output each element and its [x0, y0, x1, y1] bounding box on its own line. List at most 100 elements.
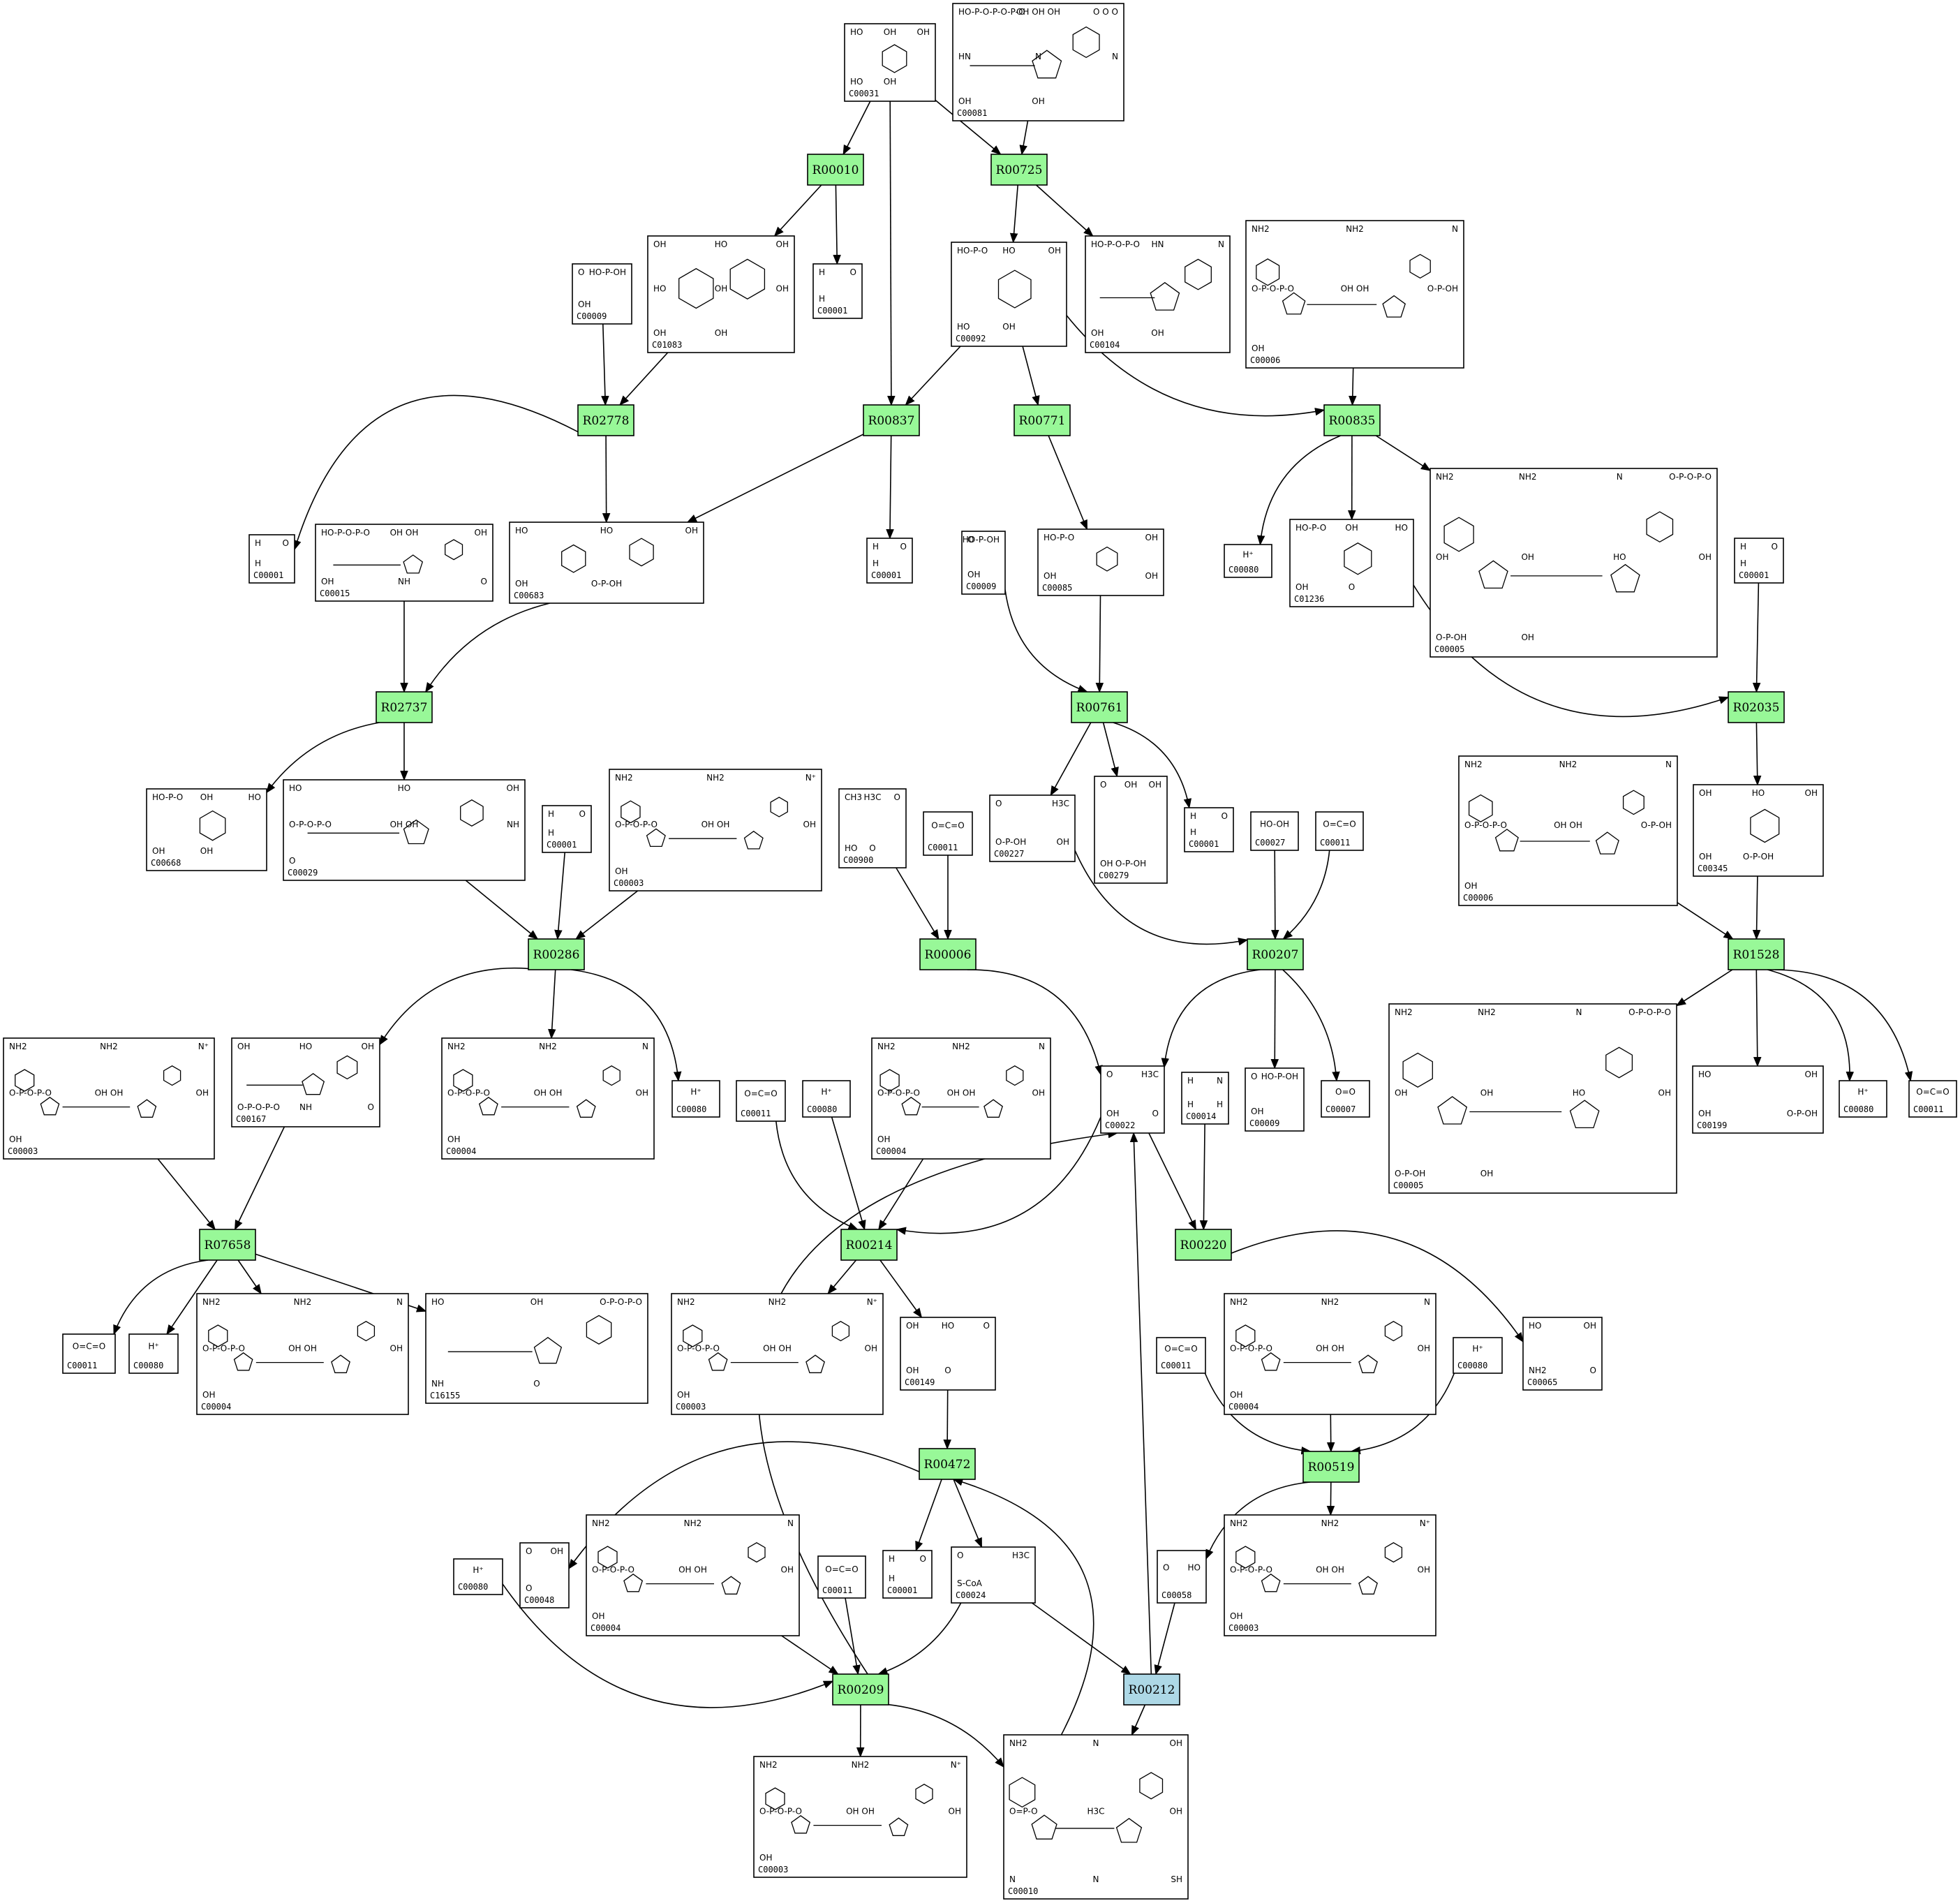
reaction-r00207[interactable]: R00207 — [1247, 938, 1304, 970]
reaction-r07658[interactable]: R07658 — [199, 1229, 256, 1261]
compound-box — [1908, 1080, 1957, 1118]
reaction-r00010[interactable]: R00010 — [807, 154, 864, 186]
reaction-box — [1123, 1673, 1180, 1706]
reaction-r00214[interactable]: R00214 — [840, 1229, 898, 1261]
compound-c00080f[interactable]: H⁺C00080 — [1453, 1337, 1503, 1374]
reaction-r00837[interactable]: R00837 — [863, 404, 920, 436]
atom-label: OH OH — [95, 1088, 124, 1098]
reaction-r00006[interactable]: R00006 — [919, 938, 977, 970]
atom-label: OH — [917, 27, 930, 37]
compound-id-label: C00058 — [1161, 1590, 1191, 1600]
reaction-r00472[interactable]: R00472 — [919, 1448, 976, 1480]
reaction-r02778[interactable]: R02778 — [577, 404, 634, 436]
edge-r00286-to-c00004a — [548, 969, 556, 1040]
reaction-r02035[interactable]: R02035 — [1728, 691, 1785, 723]
reaction-r00212[interactable]: R00212 — [1123, 1673, 1180, 1706]
compound-c00080b[interactable]: H⁺C00080 — [671, 1080, 720, 1118]
reaction-r00220[interactable]: R00220 — [1175, 1229, 1232, 1261]
reaction-r02737[interactable]: R02737 — [376, 691, 433, 723]
atom-label: H3C — [1052, 799, 1069, 808]
edge-r00835-to-c00005a — [1375, 435, 1432, 471]
atom-label: O-P-OH — [1115, 859, 1146, 868]
reaction-label: R00209 — [838, 1683, 884, 1697]
atom-label: HO — [299, 1042, 312, 1051]
compound-c00080d[interactable]: H⁺C00080 — [1839, 1080, 1887, 1118]
compound-c00080c[interactable]: H⁺C00080 — [802, 1080, 851, 1118]
reaction-r00725[interactable]: R00725 — [990, 154, 1048, 186]
reaction-r00286[interactable]: R00286 — [528, 938, 585, 970]
reaction-r00771[interactable]: R00771 — [1014, 404, 1071, 436]
structure-drawing — [1402, 1046, 1633, 1129]
compound-c00080a[interactable]: H⁺C00080 — [1224, 544, 1272, 578]
edge-c00001e-to-r00286 — [554, 852, 565, 940]
reaction-r00209[interactable]: R00209 — [832, 1673, 889, 1706]
compound-c00080g[interactable]: H⁺C00080 — [453, 1558, 503, 1595]
reaction-r00835[interactable]: R00835 — [1323, 404, 1381, 436]
compound-c00080e[interactable]: H⁺C00080 — [128, 1333, 179, 1374]
reaction-r00761[interactable]: R00761 — [1071, 691, 1128, 723]
compound-id-label: C00024 — [956, 1590, 986, 1600]
reaction-r00519[interactable]: R00519 — [1302, 1451, 1360, 1483]
reaction-r01528[interactable]: R01528 — [1728, 938, 1785, 970]
